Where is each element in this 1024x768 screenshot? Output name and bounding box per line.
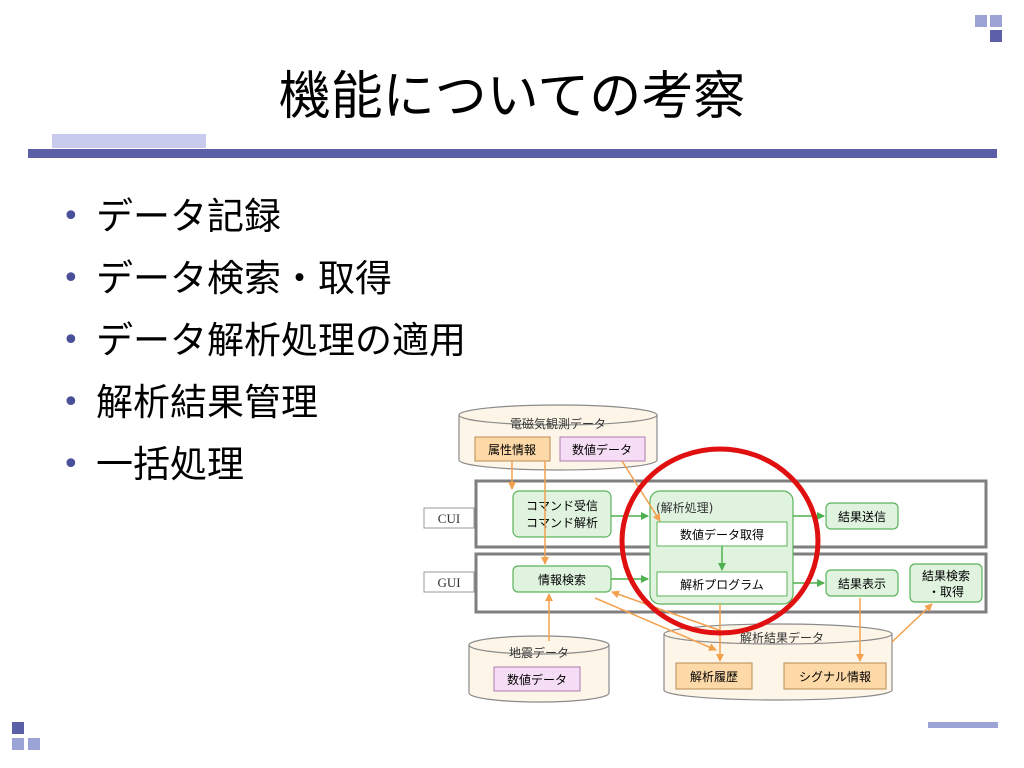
command-line1: コマンド受信 <box>526 499 598 513</box>
result-database: 解析結果データ 解析履歴 シグナル情報 <box>663 623 893 701</box>
arrow-results-to-search <box>611 590 731 635</box>
bullet-text: 一括処理 <box>96 443 244 486</box>
bullet-text: データ解析処理の適用 <box>96 319 466 362</box>
em-attribute-box <box>474 436 551 462</box>
bullet-item: • データ検索・取得 <box>62 248 466 310</box>
corner-square-bottom-left-1 <box>12 722 24 734</box>
result-search-line1: 結果検索 <box>922 569 970 583</box>
bullet-marker: • <box>62 447 80 482</box>
bullet-text: データ検索・取得 <box>96 257 392 300</box>
result-search-box: 結果検索 ・取得 <box>909 563 983 603</box>
bullet-marker: • <box>62 261 80 296</box>
em-database-label: 電磁気観測データ <box>510 416 606 431</box>
corner-square-bottom-left-3 <box>28 738 40 750</box>
bullet-marker: • <box>62 199 80 234</box>
bullet-text: 解析結果管理 <box>96 381 318 424</box>
arrow-search-to-results <box>594 597 717 651</box>
arrow-results-to-result-search <box>891 603 933 643</box>
signal-label: シグナル情報 <box>799 670 871 684</box>
title-rule <box>28 149 997 158</box>
corner-square-top-right-2 <box>990 15 1002 27</box>
highlight-circle <box>619 446 821 636</box>
bottom-right-rule <box>928 722 998 728</box>
title-rule-accent <box>52 134 206 148</box>
corner-square-top-right-1 <box>975 15 987 27</box>
bullet-item: • 解析結果管理 <box>62 372 466 434</box>
arrow-numeric-to-analysis <box>621 460 661 522</box>
program-box <box>656 571 788 597</box>
corner-square-bottom-left-2 <box>12 738 24 750</box>
get-values-label: 数値データ取得 <box>680 527 764 542</box>
history-box <box>675 662 753 690</box>
bullet-marker: • <box>62 323 80 358</box>
bullet-text: データ記録 <box>96 195 281 238</box>
cui-label: CUI <box>438 511 460 526</box>
earthquake-database: 地震データ 数値データ <box>468 635 610 703</box>
bullet-item: • 一括処理 <box>62 434 466 496</box>
result-database-label: 解析結果データ <box>740 630 824 645</box>
em-observation-database: 電磁気観測データ 属性情報 数値データ <box>458 404 658 471</box>
history-label: 解析履歴 <box>690 670 738 684</box>
command-box: コマンド受信 コマンド解析 <box>512 490 612 538</box>
slide-title: 機能についての考察 <box>278 67 746 127</box>
command-line2: コマンド解析 <box>526 516 598 530</box>
quake-numeric-box <box>493 666 581 692</box>
result-search-line2: ・取得 <box>928 584 964 599</box>
result-send-label: 結果送信 <box>838 509 886 524</box>
quake-numeric-label: 数値データ <box>507 672 567 687</box>
program-label: 解析プログラム <box>680 578 764 592</box>
em-numeric-label: 数値データ <box>572 442 632 457</box>
info-search-label: 情報検索 <box>538 573 586 587</box>
result-display-box: 結果表示 <box>825 569 899 597</box>
result-display-label: 結果表示 <box>838 577 886 591</box>
bullet-marker: • <box>62 385 80 420</box>
bullet-item: • データ解析処理の適用 <box>62 310 466 372</box>
em-attribute-label: 属性情報 <box>488 443 536 457</box>
gui-label: GUI <box>437 575 460 590</box>
bullet-list: • データ記録 • データ検索・取得 • データ解析処理の適用 • 解析結果管理 • 一括… <box>62 186 466 496</box>
bullet-item: • データ記録 <box>62 186 466 248</box>
result-send-box: 結果送信 <box>825 502 899 530</box>
analysis-group-label: (解析処理) <box>656 501 713 515</box>
em-numeric-box <box>559 436 646 462</box>
orange-arrows <box>508 460 933 662</box>
quake-database-label: 地震データ <box>509 645 569 660</box>
signal-box <box>783 662 887 690</box>
info-search-box: 情報検索 <box>512 565 612 593</box>
corner-square-top-right-3 <box>990 30 1002 42</box>
